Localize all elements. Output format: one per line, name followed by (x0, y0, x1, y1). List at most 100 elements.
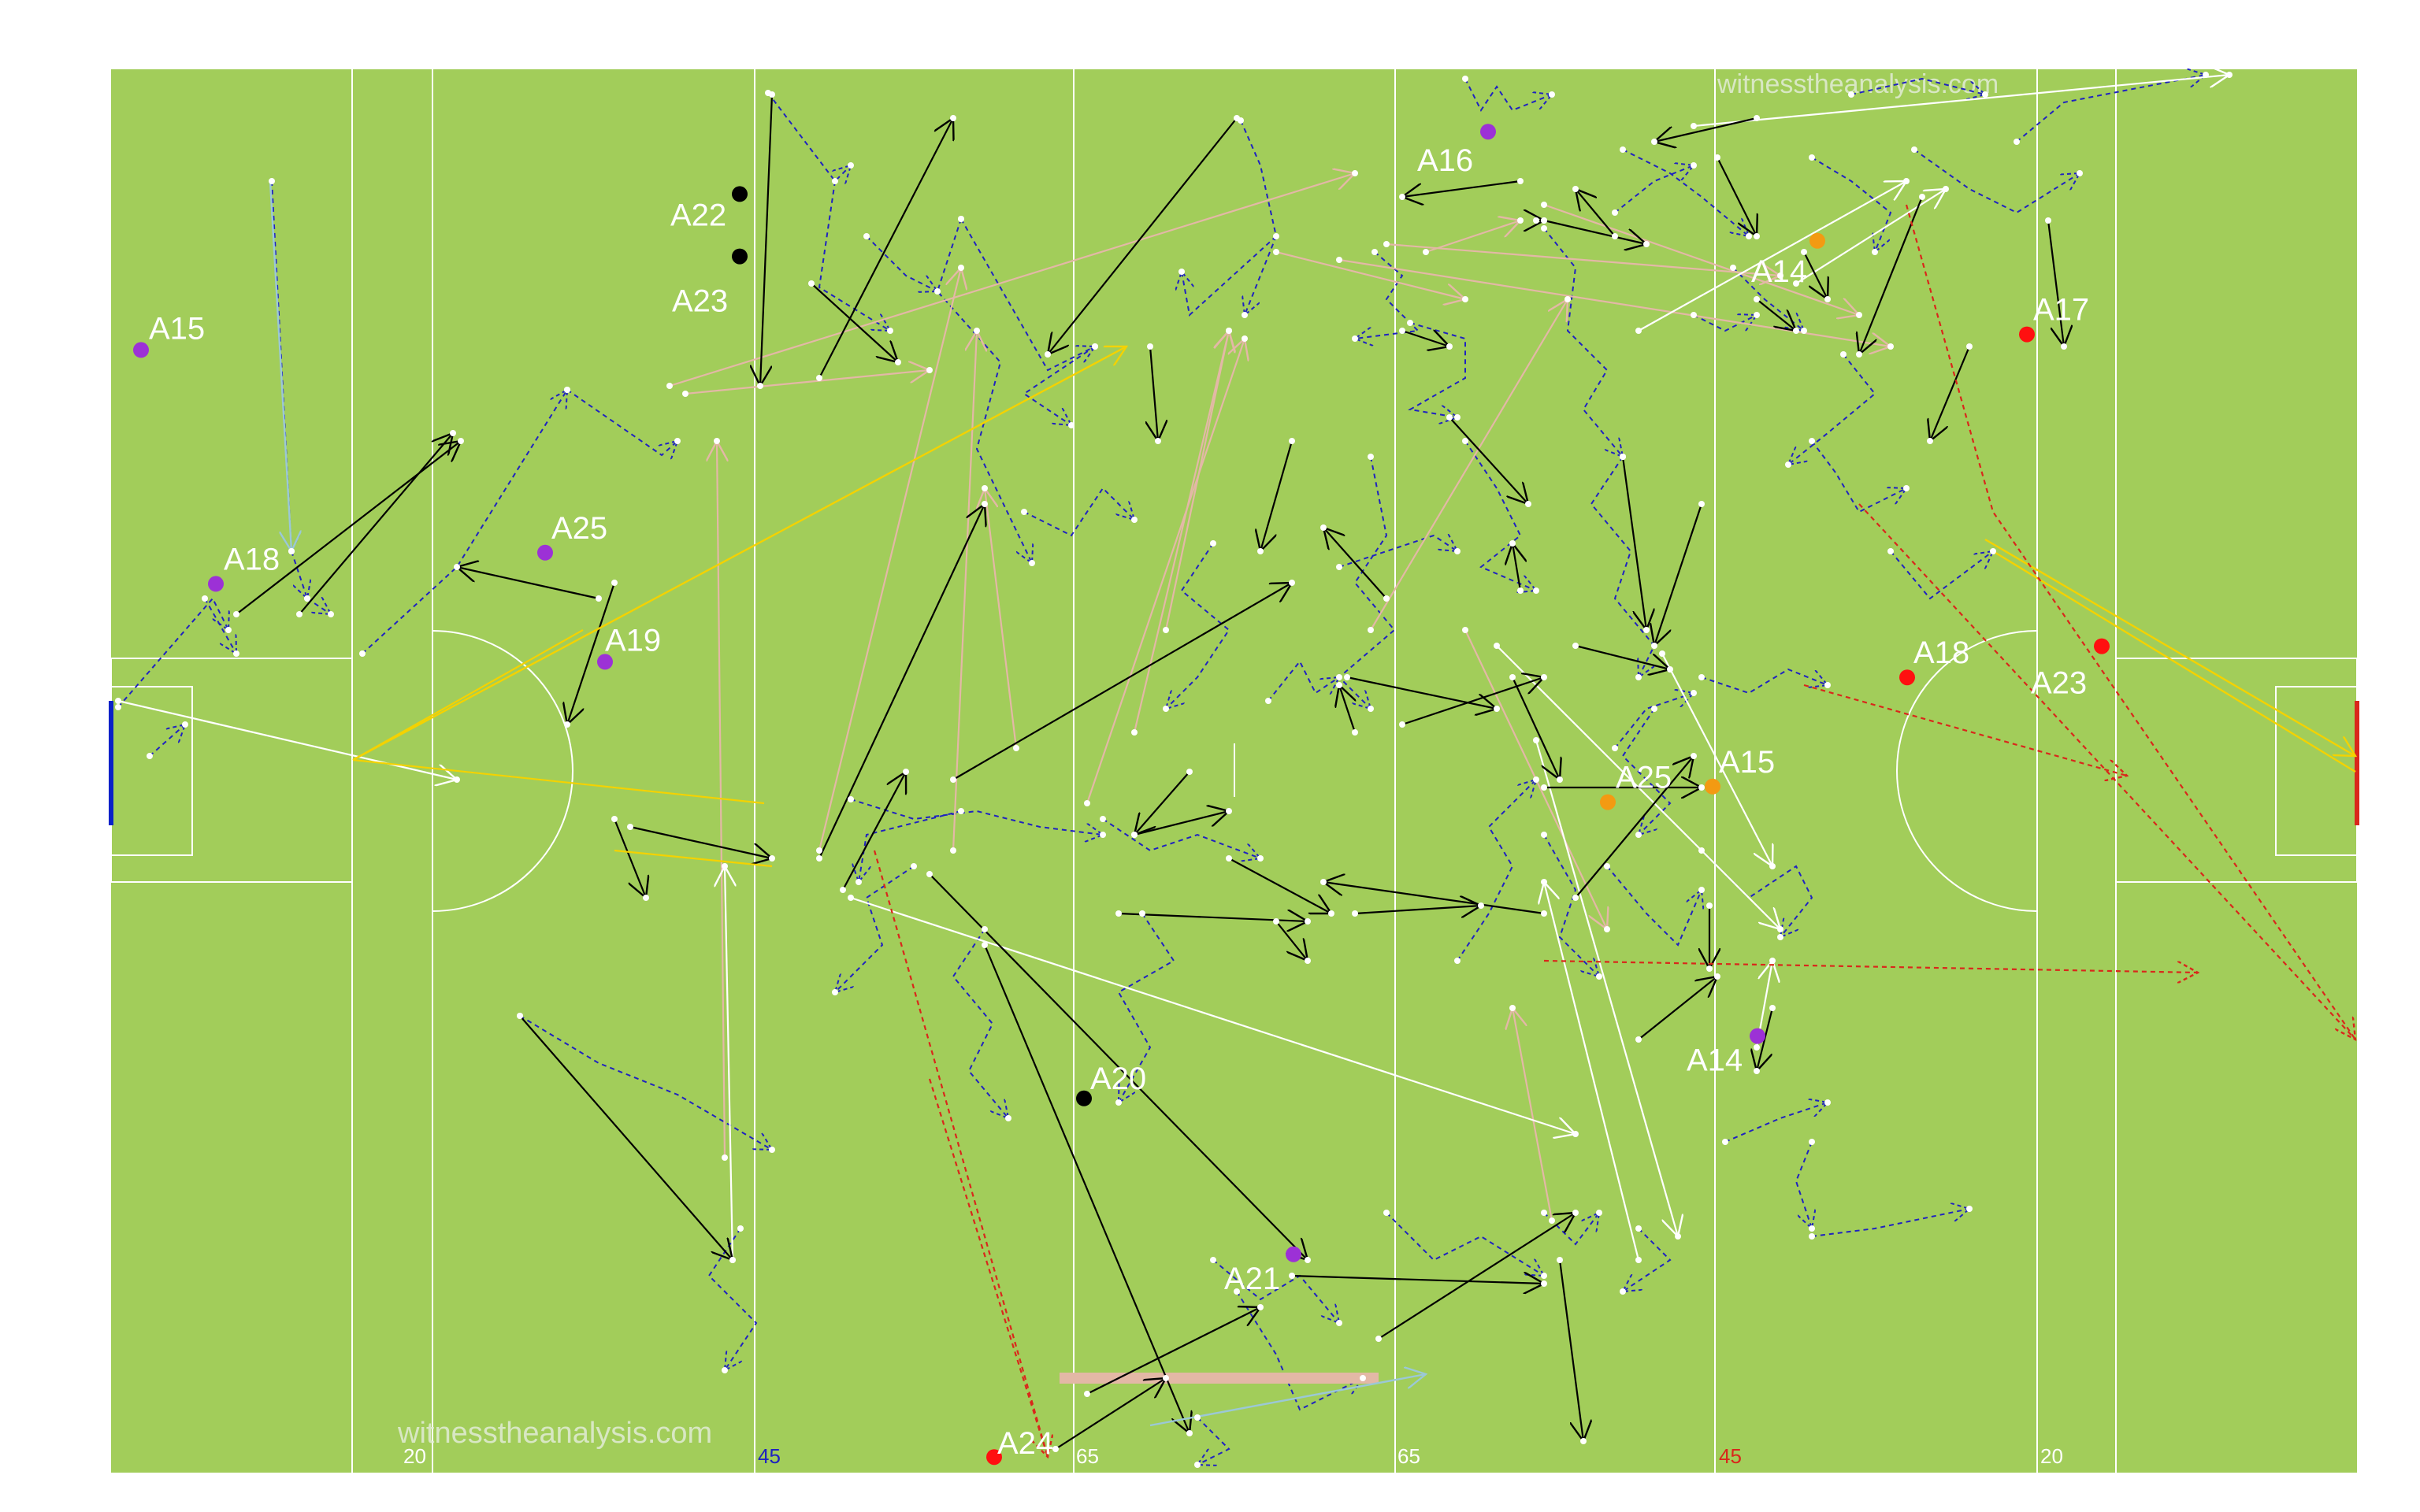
node-dot (1352, 910, 1358, 917)
node-dot (1691, 753, 1697, 759)
node-dot (1927, 438, 1933, 444)
hand-pass-path (866, 235, 937, 291)
node-dot (1982, 91, 1988, 98)
kick-pass-path (613, 818, 646, 898)
player-dot-a14 (1809, 232, 1825, 249)
node-dot (1320, 879, 1327, 885)
node-dot (1777, 272, 1783, 279)
player-dot-a18 (208, 576, 224, 592)
node-dot (1903, 485, 1910, 491)
node-dot (1698, 784, 1705, 791)
node-dot (1517, 587, 1524, 594)
node-dot (1769, 958, 1776, 964)
node-dot (1557, 1257, 1563, 1263)
node-dot (1446, 414, 1453, 421)
node-dot (1494, 706, 1500, 712)
node-dot (1509, 674, 1516, 680)
kick-pass-path (1275, 921, 1308, 961)
yellow-shot-path (1984, 538, 2355, 756)
node-dot (1100, 816, 1106, 822)
node-dot (848, 796, 854, 802)
node-dot (1186, 769, 1193, 775)
node-dot (1809, 154, 1815, 161)
player-dot-a22 (732, 186, 748, 202)
hand-pass-path (1850, 79, 1985, 94)
node-dot (1375, 1336, 1382, 1342)
node-dot (269, 178, 275, 184)
node-dot (1305, 918, 1311, 925)
node-dot (611, 816, 618, 822)
node-dot (1407, 320, 1413, 326)
pink-kick-path (818, 268, 961, 851)
node-dot (1856, 351, 1862, 358)
node-dot (737, 1225, 744, 1232)
node-dot (1454, 958, 1461, 964)
node-dot (840, 887, 846, 893)
meter-label-20-left: 20 (403, 1444, 426, 1468)
kick-pass-path (1354, 906, 1481, 914)
player-label: A22 (670, 198, 726, 232)
node-dot (1462, 76, 1468, 82)
node-dot (1399, 721, 1405, 728)
hand-pass-path (1543, 228, 1623, 457)
player-label: A25 (551, 511, 607, 546)
hand-pass-path (204, 598, 236, 654)
kick-pass-path (1150, 346, 1158, 441)
node-dot (564, 721, 570, 728)
node-dot (666, 383, 673, 389)
node-dot (233, 650, 239, 657)
node-dot (714, 438, 720, 444)
node-dot (1612, 745, 1618, 751)
node-dot (1706, 902, 1713, 909)
node-dot (1533, 737, 1539, 743)
node-dot (1785, 461, 1791, 468)
node-dot (1383, 241, 1390, 247)
hand-pass-path (835, 865, 915, 992)
node-dot (1368, 706, 1374, 712)
node-dot (1352, 729, 1358, 736)
hand-pass-path (960, 218, 1095, 372)
node-dot (1635, 1036, 1642, 1043)
node-dot (1754, 1044, 1760, 1051)
node-dot (1454, 548, 1461, 554)
node-dot (1368, 627, 1374, 633)
node-dot (1305, 1257, 1311, 1263)
player-label: A20 (1090, 1062, 1146, 1096)
node-dot (1194, 1414, 1201, 1421)
node-dot (1131, 832, 1138, 838)
node-dot (1714, 154, 1720, 161)
player-label: A19 (605, 623, 661, 658)
node-dot (1273, 249, 1279, 255)
node-dot (1549, 91, 1555, 98)
hand-pass-path (1543, 1213, 1599, 1246)
node-dot (1462, 627, 1468, 633)
player-label: A18 (224, 542, 280, 576)
white-kick-path (850, 896, 1576, 1134)
node-dot (1509, 1005, 1516, 1011)
node-dot (1596, 1210, 1602, 1216)
node-dot (1659, 650, 1665, 657)
hand-pass-path (850, 799, 1103, 835)
node-dot (1793, 280, 1799, 287)
node-dot (1084, 800, 1090, 806)
kick-pass-path (236, 441, 461, 615)
kick-pass-path (1346, 676, 1497, 709)
node-dot (1809, 438, 1815, 444)
node-dot (1714, 973, 1720, 980)
node-dot (1336, 674, 1342, 680)
node-dot (832, 989, 838, 995)
node-dot (832, 178, 838, 184)
node-dot (1352, 170, 1358, 176)
kick-pass-path (1401, 331, 1449, 346)
node-dot (202, 595, 208, 602)
kick-pass-path (929, 873, 1308, 1260)
hand-pass-path (1913, 149, 2080, 214)
hand-pass-path (1811, 1209, 1969, 1237)
kick-pass-path (818, 504, 985, 859)
node-dot (722, 863, 728, 869)
hand-pass-path (1890, 551, 1993, 600)
node-dot (1824, 296, 1831, 302)
node-dot (1541, 910, 1547, 917)
kick-pass-path (1576, 189, 1616, 237)
node-dot (769, 1147, 775, 1153)
